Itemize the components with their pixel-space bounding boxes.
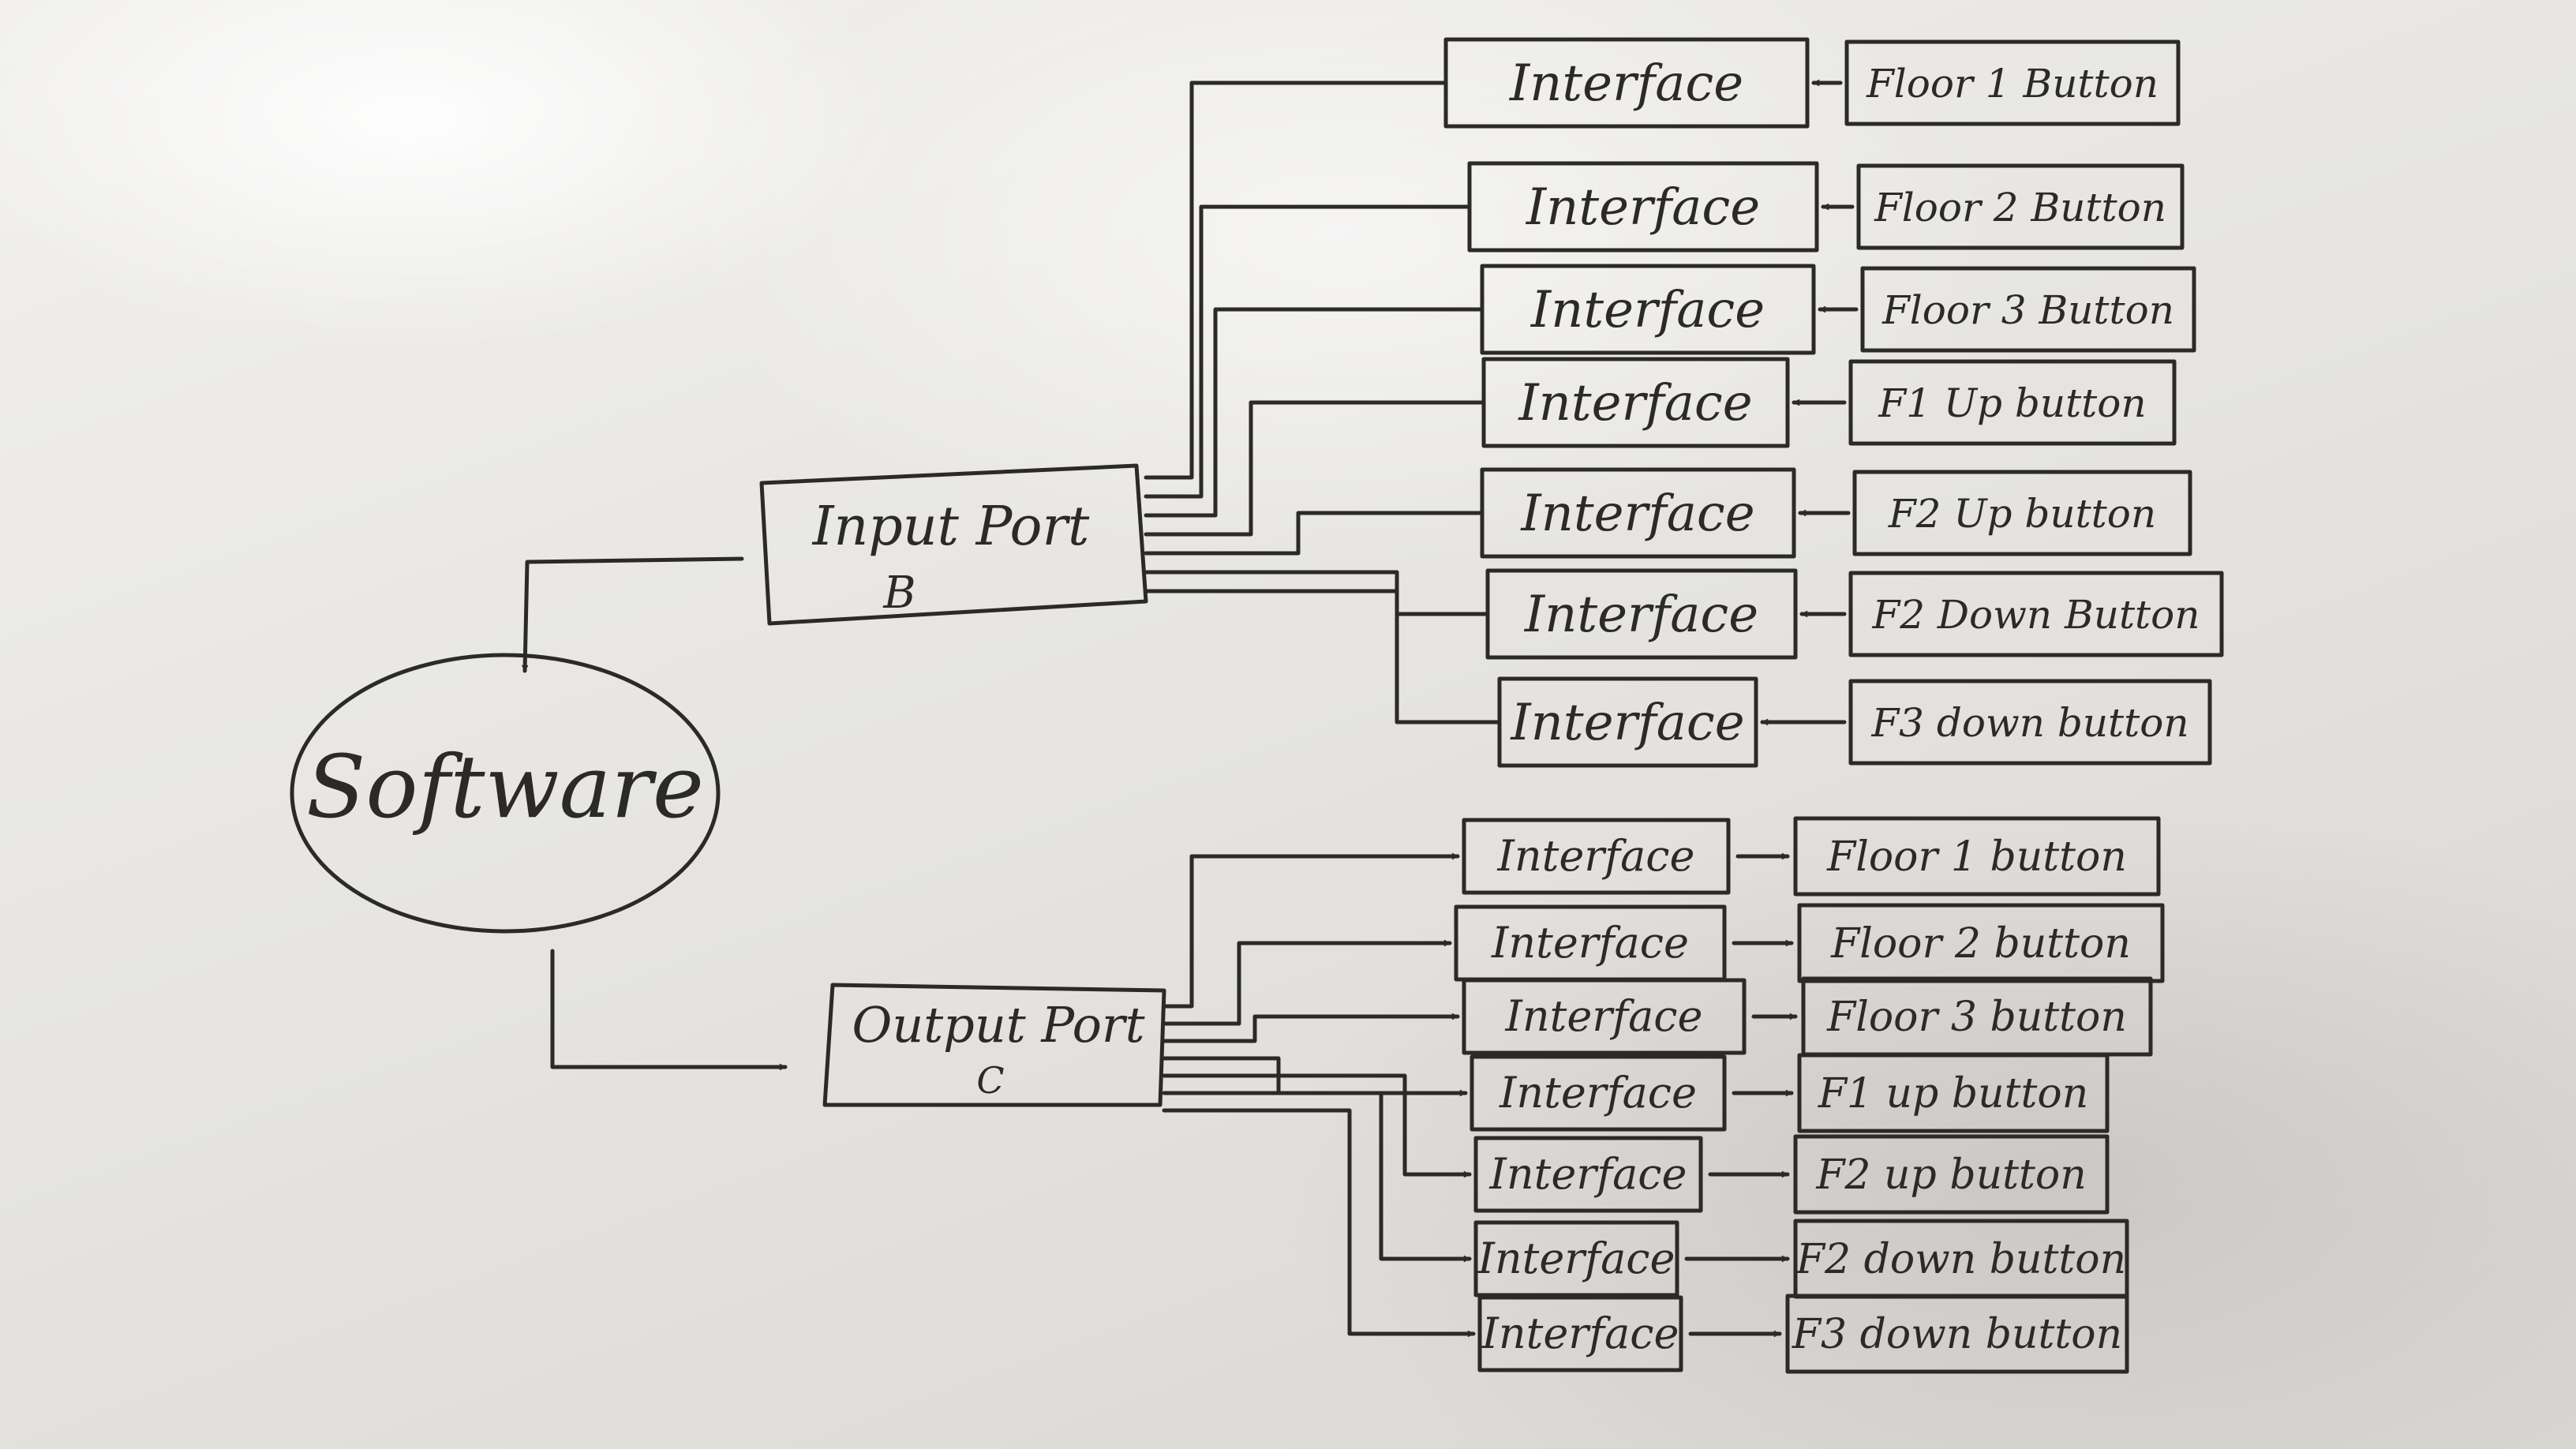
output-interface-box <box>1462 978 1747 1055</box>
input-interface-box <box>1481 357 1790 448</box>
output-button-box <box>1797 1053 2110 1133</box>
input-port-id: B <box>882 567 915 619</box>
input-row: Interface F2 Down Button <box>1144 568 2224 660</box>
output-wire <box>1162 1073 1472 1174</box>
output-interface-box <box>1470 1054 1727 1132</box>
software-to-output-arrow <box>550 949 788 1067</box>
output-row: Interface F2 up button <box>1162 1073 2110 1215</box>
input-interface-label: Interface <box>1526 178 1760 237</box>
output-button-label: F1 up button <box>1818 1070 2088 1118</box>
output-button-label: Floor 2 button <box>1830 920 2131 968</box>
output-interface-box <box>1473 1220 1679 1297</box>
output-interface-label: Interface <box>1497 831 1695 881</box>
output-button-box <box>1793 1134 2110 1215</box>
input-wire <box>1144 511 1485 556</box>
input-wire <box>1144 307 1485 518</box>
output-button-label: F3 down button <box>1792 1311 2122 1358</box>
input-interface-label: Interface <box>1524 586 1758 644</box>
output-port-label: Output Port <box>852 996 1144 1054</box>
output-button-label: Floor 1 button <box>1826 833 2127 881</box>
input-interface-box <box>1480 467 1796 559</box>
input-button-box <box>1844 39 2181 126</box>
input-button-box <box>1848 359 2177 446</box>
input-wire <box>1144 589 1502 724</box>
input-interface-label: Interface <box>1518 374 1752 432</box>
output-button-label: F2 up button <box>1815 1151 2086 1199</box>
output-button-label: F2 down button <box>1795 1236 2126 1283</box>
input-button-box <box>1860 266 2196 353</box>
input-button-box <box>1856 163 2185 250</box>
input-button-box <box>1848 679 2212 766</box>
input-interface-box <box>1497 676 1758 768</box>
input-interface-box <box>1480 264 1816 355</box>
input-row: Interface Floor 1 Button <box>1144 37 2181 480</box>
input-button-label: F2 Down Button <box>1872 592 2200 638</box>
input-wire <box>1144 80 1448 480</box>
input-button-label: F1 Up button <box>1878 380 2146 426</box>
output-interface-label: Interface <box>1477 1234 1676 1283</box>
input-row: Interface F1 Up button <box>1144 357 2177 537</box>
input-row: Interface Floor 2 Button <box>1144 161 2185 499</box>
input-button-label: F3 down button <box>1870 700 2188 746</box>
input-interface-box <box>1467 161 1819 253</box>
output-interface-box <box>1477 1295 1683 1372</box>
input-port-label: Input Port <box>811 496 1090 558</box>
input-to-software-arrow <box>525 556 744 673</box>
input-interface-label: Interface <box>1530 281 1765 339</box>
input-interface-box <box>1485 568 1798 660</box>
output-wire <box>1162 1108 1476 1334</box>
input-port-node: Input Port B <box>759 463 1148 626</box>
input-button-box <box>1852 470 2192 556</box>
output-wire <box>1162 1091 1472 1259</box>
input-wire <box>1144 204 1472 499</box>
input-button-label: Floor 3 Button <box>1881 287 2174 333</box>
output-button-box <box>1797 903 2165 983</box>
output-interface-label: Interface <box>1499 1068 1697 1118</box>
output-interface-box <box>1462 818 1731 895</box>
output-row: Interface Floor 3 button <box>1162 976 2153 1057</box>
input-button-box <box>1848 571 2224 657</box>
input-button-label: Floor 1 Button <box>1866 61 2159 107</box>
output-button-box <box>1793 816 2161 897</box>
output-button-box <box>1785 1294 2129 1374</box>
input-button-label: Floor 2 Button <box>1874 185 2166 230</box>
output-interface-label: Interface <box>1491 918 1689 968</box>
output-row: Interface F3 down button <box>1162 1108 2129 1374</box>
input-interface-box <box>1443 37 1810 129</box>
output-wire <box>1162 943 1452 1026</box>
output-interface-label: Interface <box>1489 1149 1687 1199</box>
output-row: Interface Floor 1 button <box>1162 816 2161 1009</box>
output-interface-label: Interface <box>1505 991 1703 1041</box>
software-label: Software <box>306 736 704 837</box>
output-wire <box>1162 856 1460 1009</box>
input-interface-label: Interface <box>1510 694 1744 752</box>
output-port-node: Output Port C <box>822 983 1166 1107</box>
output-interface-label: Interface <box>1481 1309 1679 1358</box>
output-row: Interface F2 down button <box>1162 1091 2129 1299</box>
input-row: Interface F2 Up button <box>1144 467 2192 559</box>
input-interface-label: Interface <box>1520 485 1754 543</box>
output-row: Interface F1 up button <box>1162 1053 2110 1133</box>
output-button-label: Floor 3 button <box>1826 994 2127 1041</box>
software-node: Software <box>290 653 721 934</box>
output-interface-box <box>1473 1136 1703 1213</box>
input-row: Interface Floor 3 Button <box>1144 264 2196 518</box>
input-button-label: F2 Up button <box>1888 491 2156 537</box>
output-port-id: C <box>976 1059 1004 1102</box>
output-wire <box>1162 1017 1460 1043</box>
input-row: Interface F3 down button <box>1144 589 2212 768</box>
input-interface-label: Interface <box>1509 54 1743 113</box>
input-wire <box>1144 400 1486 537</box>
